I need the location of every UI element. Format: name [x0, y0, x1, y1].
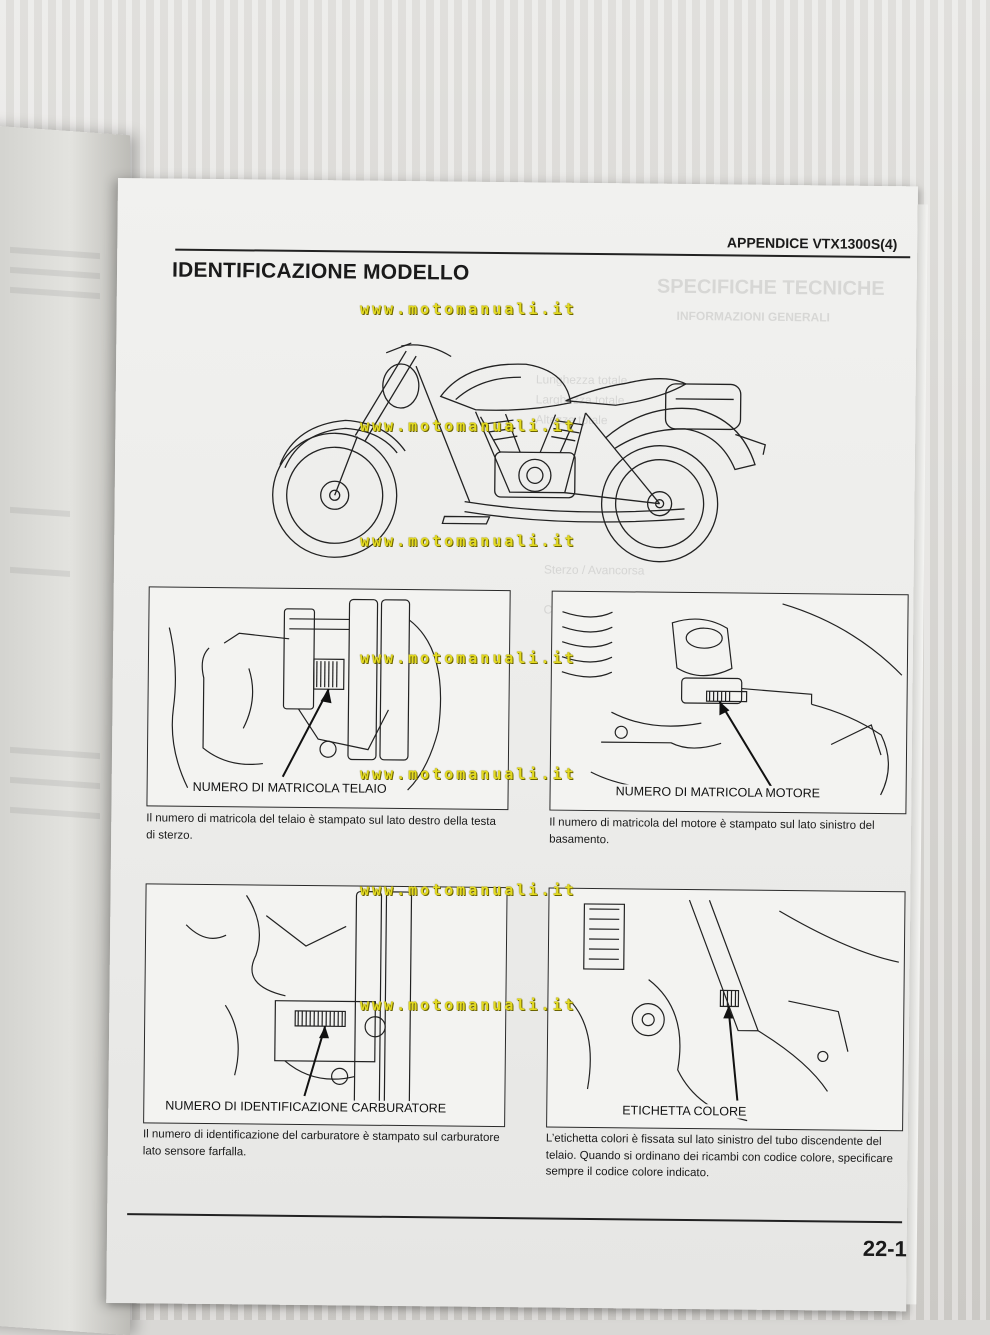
watermark-3: www.motomanuali.it: [360, 532, 760, 550]
watermark-7: www.motomanuali.it: [360, 996, 760, 1014]
carburetor-caption: Il numero di identificazione del carbura…: [143, 1126, 503, 1163]
page-title: IDENTIFICAZIONE MODELLO: [172, 259, 470, 286]
watermark-2: www.motomanuali.it: [360, 417, 760, 435]
color-label-caption: L’etichetta colori è fissata sul lato si…: [546, 1131, 902, 1185]
watermark-1: www.motomanuali.it: [360, 300, 760, 318]
carburetor-number-label: NUMERO DI IDENTIFICAZIONE CARBURATORE: [162, 1099, 449, 1116]
watermark-6: www.motomanuali.it: [360, 881, 760, 899]
watermark-5: www.motomanuali.it: [360, 765, 760, 783]
footer-rule: [127, 1213, 902, 1223]
engine-number-caption: Il numero di matricola del motore è stam…: [549, 815, 904, 852]
manual-page: APPENDICE VTX1300S(4) IDENTIFICAZIONE MO…: [106, 178, 918, 1311]
watermark-4: www.motomanuali.it: [360, 649, 760, 667]
section-header: APPENDICE VTX1300S(4): [727, 234, 898, 252]
color-label-label: ETICHETTA COLORE: [619, 1103, 749, 1118]
engine-number-label: NUMERO DI MATRICOLA MOTORE: [613, 784, 824, 800]
frame-number-caption: Il numero di matricola del telaio è stam…: [146, 810, 506, 847]
page-number: 22-1: [863, 1236, 907, 1262]
